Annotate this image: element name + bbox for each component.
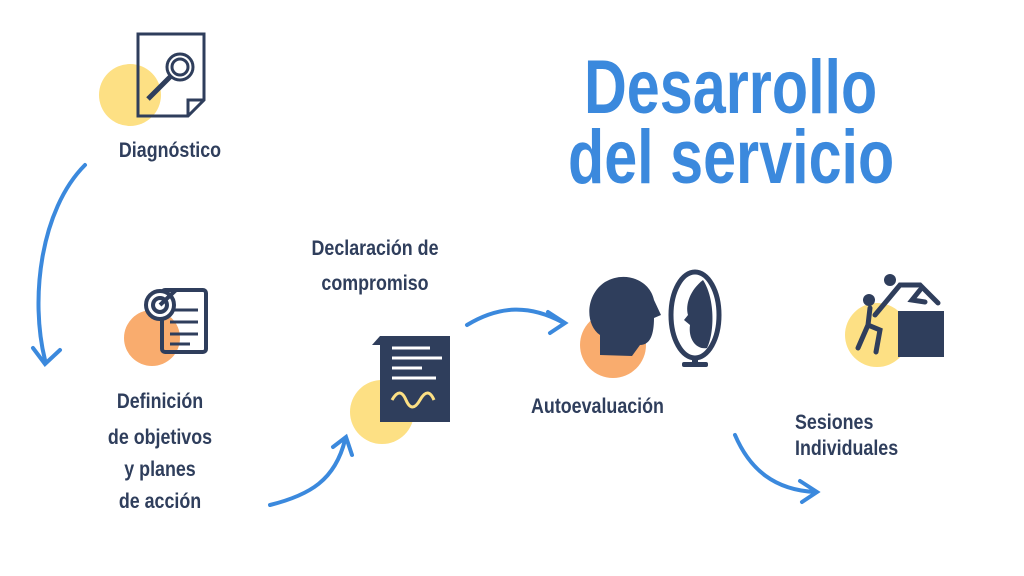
step-autoevaluacion-label: Autoevaluación: [531, 395, 664, 418]
step-definicion-line: y planes: [124, 458, 196, 481]
page-title-line2: del servicio: [568, 115, 895, 200]
step-definicion-line: de acción: [118, 490, 202, 513]
head-mirror-icon: [589, 269, 722, 367]
target-checklist-icon: [144, 288, 208, 354]
highlight-circle: [99, 64, 161, 126]
step-declaracion-line: compromiso: [321, 272, 429, 295]
signed-contract-icon: [372, 336, 450, 422]
step-diagnostico-label: Diagnóstico: [118, 139, 222, 162]
step-declaracion-line: Declaración de: [311, 237, 439, 260]
step-sesiones-line: Individuales: [795, 437, 899, 460]
page-title-line1: Desarrollo: [584, 45, 878, 130]
document-search-icon: [136, 32, 206, 118]
step-sesiones-line: Sesiones: [795, 411, 874, 434]
step-definicion-line: Definición: [116, 390, 204, 413]
flow-arrows: [31, 163, 821, 507]
climber-icon: [855, 274, 944, 357]
step-definicion-line: de objetivos: [107, 426, 213, 449]
